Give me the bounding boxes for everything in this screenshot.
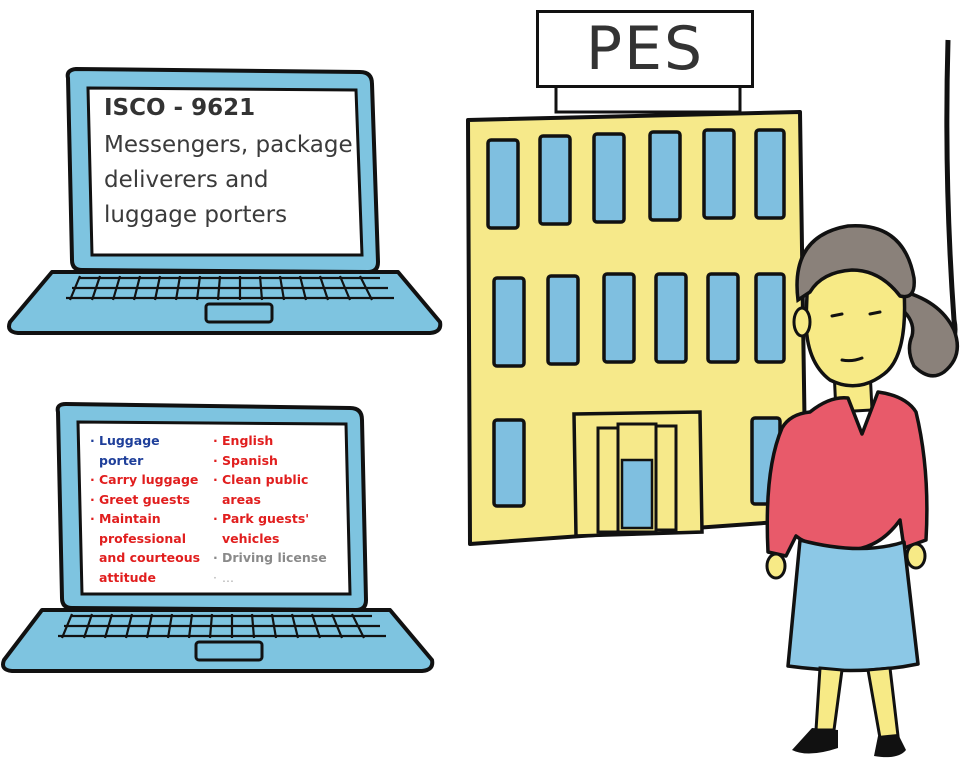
- list-item: Park guests' vehicles: [213, 509, 348, 548]
- occupation-title: Messengers, package deliverers and lugga…: [104, 132, 353, 228]
- list-item: Greet guests: [90, 490, 205, 510]
- occupation-code: ISCO - 9621: [104, 95, 256, 121]
- skills-list-right: English Spanish Clean public areas Park …: [213, 431, 348, 587]
- laptop-top: ISCO - 9621 Messengers, package delivere…: [0, 0, 450, 360]
- skills-list-left: Luggage porter Carry luggage Greet guest…: [90, 431, 205, 587]
- list-item: English: [213, 431, 348, 451]
- list-item: ...: [213, 568, 348, 588]
- list-item: Driving license: [213, 548, 348, 568]
- laptop-top-illustration: [7, 67, 443, 335]
- list-item: Luggage porter: [90, 431, 205, 470]
- pes-sign: PES: [536, 10, 754, 88]
- laptop-bottom: Luggage porter Carry luggage Greet guest…: [0, 0, 450, 700]
- list-item: Carry luggage: [90, 470, 205, 490]
- list-item: Maintain professional and courteous atti…: [90, 509, 205, 587]
- list-item: Spanish: [213, 451, 348, 471]
- list-item: Clean public areas: [213, 470, 348, 509]
